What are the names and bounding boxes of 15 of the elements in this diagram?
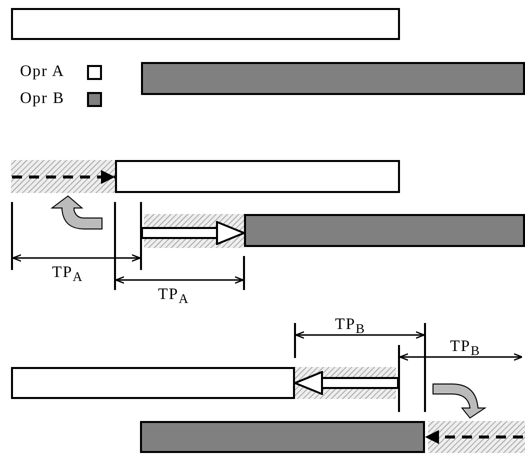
- legend-label: Opr B: [20, 90, 65, 108]
- time-bar: [141, 62, 525, 95]
- dimension-label: TP$_{A}$: [52, 264, 84, 286]
- dimension-label: TP$_{A}$: [158, 286, 190, 308]
- hollow-arrow: [141, 221, 245, 245]
- time-bar: [244, 214, 525, 247]
- time-bar: [11, 367, 295, 399]
- legend-label: Opr A: [20, 63, 65, 81]
- dimension-label: TP$_{B}$: [450, 338, 481, 360]
- time-bar: [140, 421, 425, 453]
- time-bar: [11, 8, 400, 40]
- dashed-arrow: [425, 430, 523, 444]
- dashed-arrow: [12, 170, 115, 184]
- dimension-label: TP$_{B}$: [335, 316, 366, 338]
- time-bar: [115, 160, 400, 193]
